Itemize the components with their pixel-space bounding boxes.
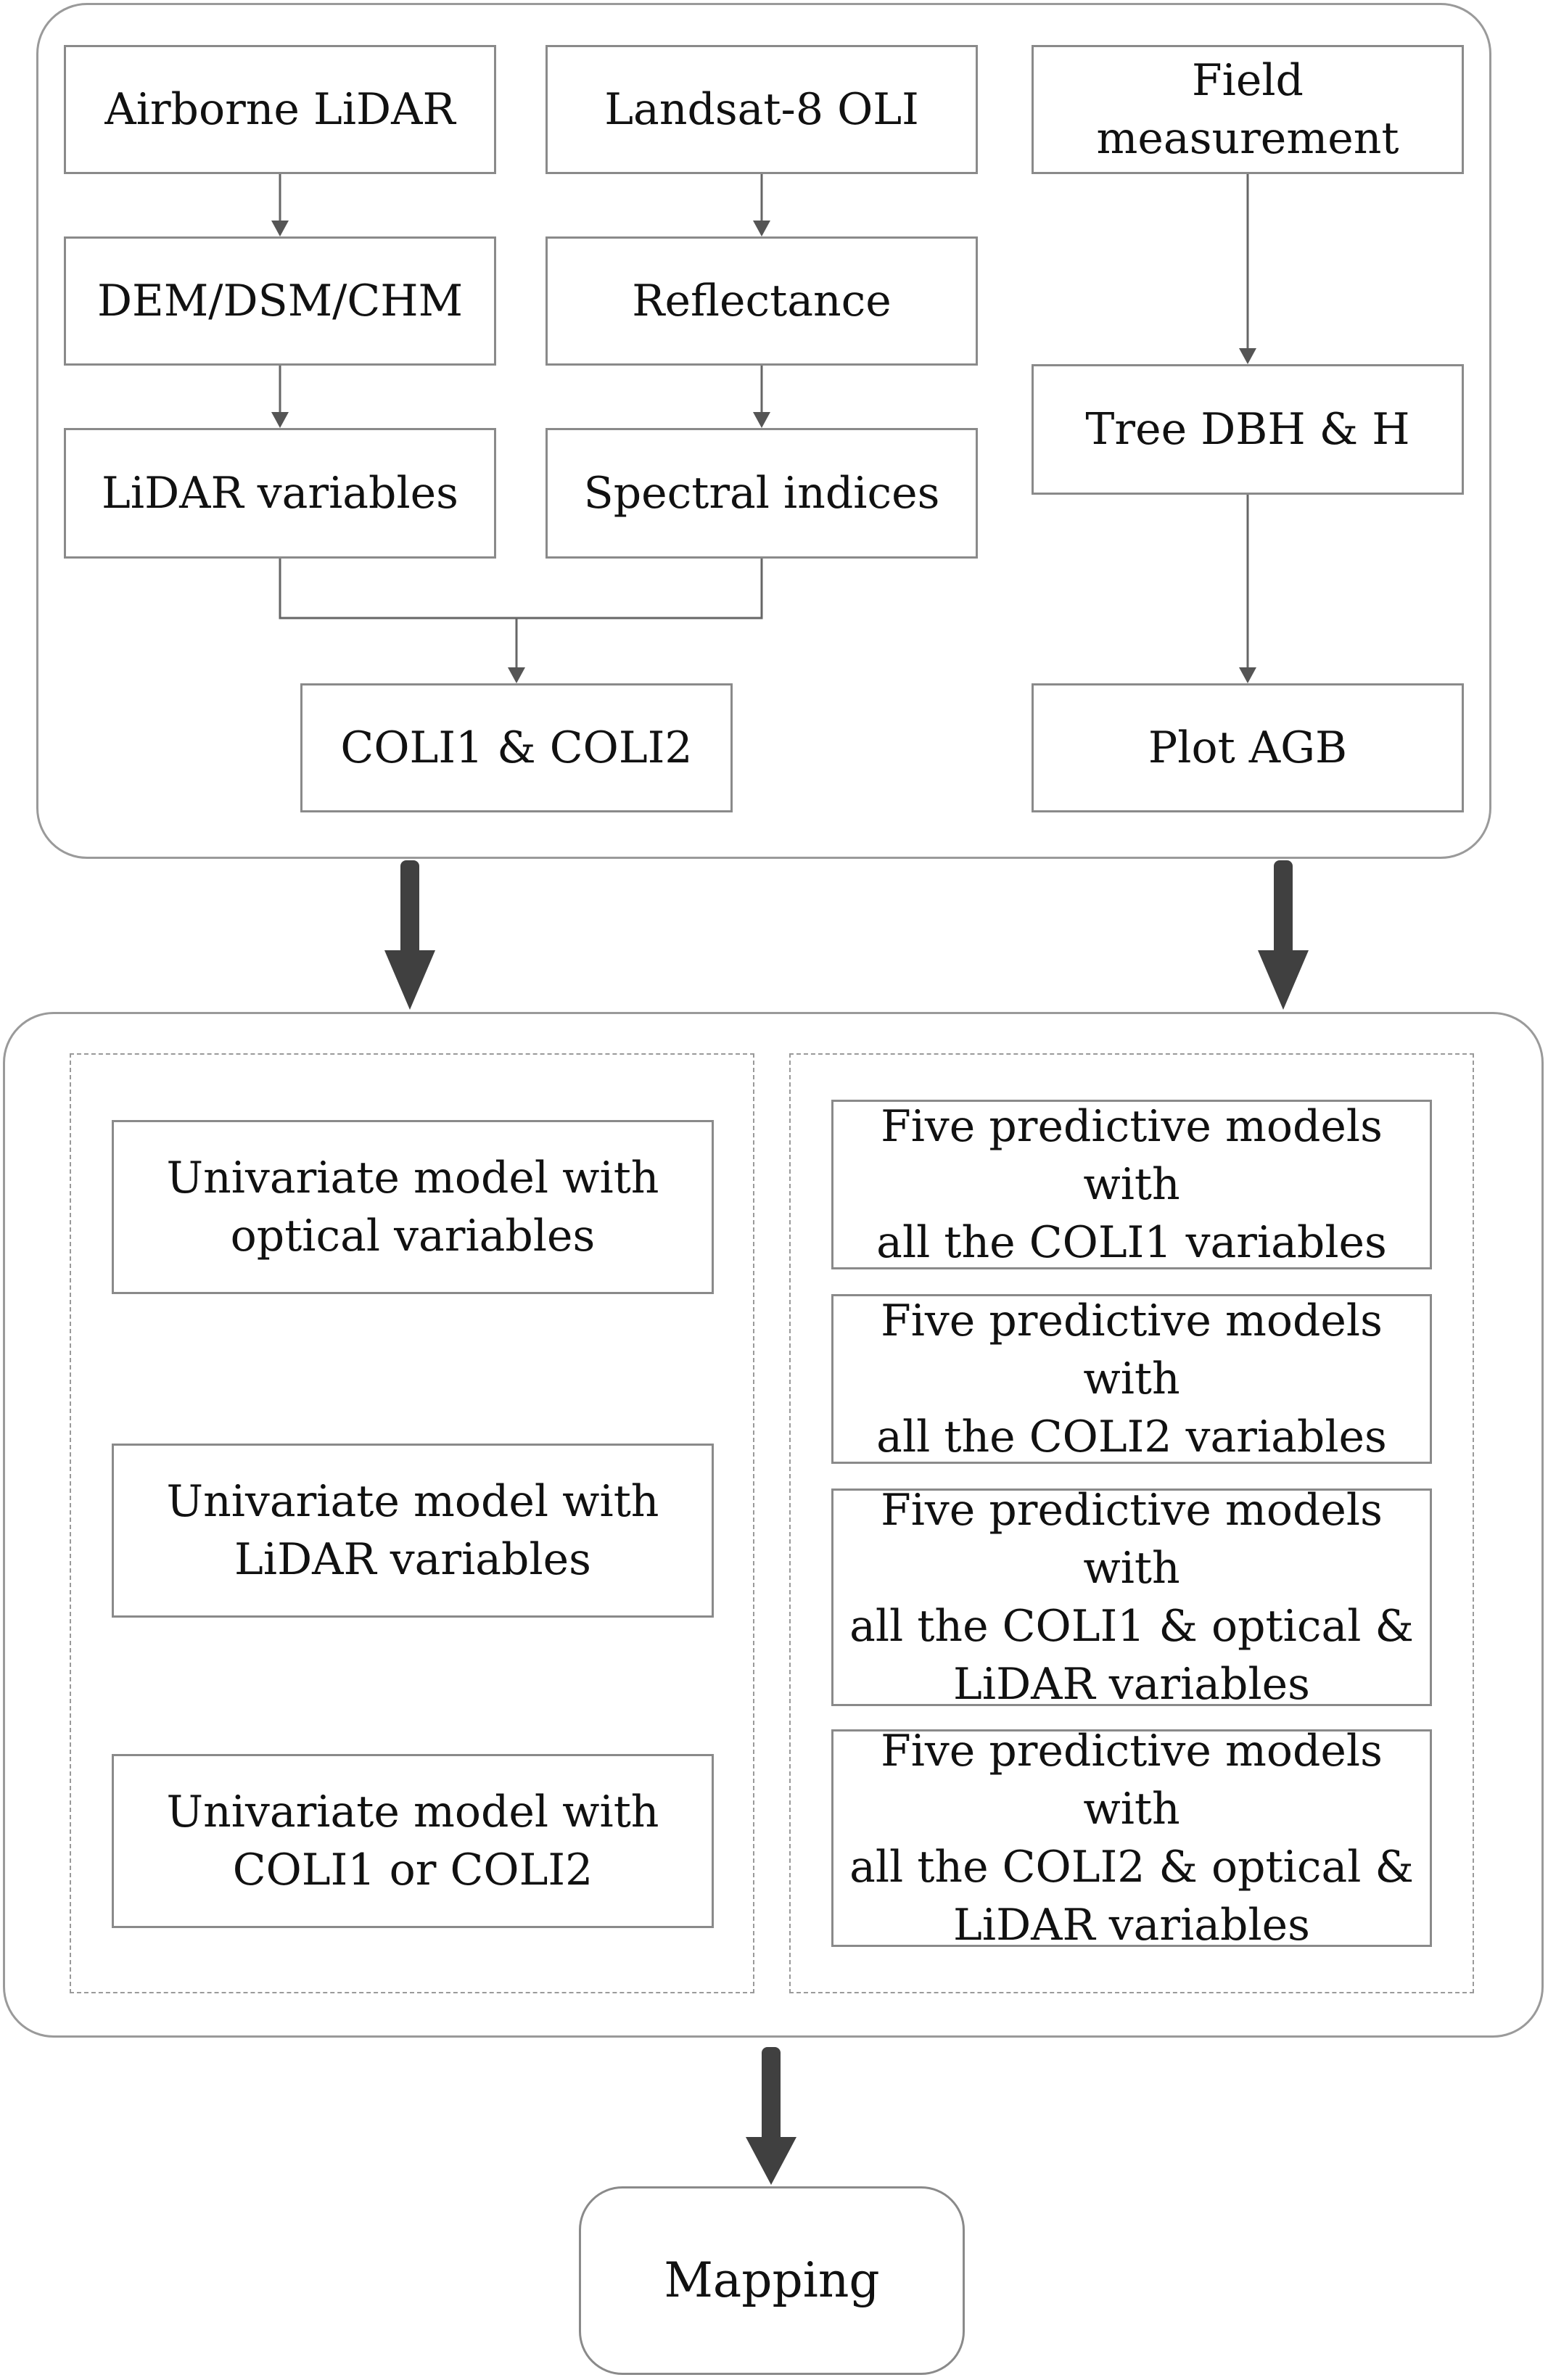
coli1-coli2-box: COLI1 & COLI2 <box>300 683 733 812</box>
tree-dbh-h-box: Tree DBH & H <box>1032 364 1464 495</box>
dem-dsm-chm-box: DEM/DSM/CHM <box>64 236 496 366</box>
mapping-box: Mapping <box>579 2186 965 2375</box>
plot-agb-box: Plot AGB <box>1032 683 1464 812</box>
arrowhead-landsat-to-reflectance <box>753 221 770 236</box>
spectral-indices-box: Spectral indices <box>545 428 978 559</box>
arrowhead-lidar-to-dem <box>271 221 289 236</box>
thick-arrow-right-head <box>1258 950 1309 1010</box>
arrowhead-tree-to-plot <box>1239 667 1256 683</box>
multivariate-group <box>789 1053 1474 1993</box>
thick-arrow-right-shaft <box>1274 860 1293 956</box>
univariate-optical-box: Univariate model with optical variables <box>112 1120 714 1294</box>
univariate-group <box>70 1053 754 1993</box>
thick-arrow-bottom-shaft <box>762 2047 781 2144</box>
univariate-lidar-box: Univariate model with LiDAR variables <box>112 1444 714 1618</box>
five-models-coli2-optical-lidar-box: Five predictive models with all the COLI… <box>831 1726 1432 1951</box>
five-models-coli1-optical-lidar-box: Five predictive models with all the COLI… <box>831 1485 1432 1710</box>
lidar-variables-box: LiDAR variables <box>64 428 496 559</box>
arrowhead-reflectance-to-spectral <box>753 412 770 428</box>
landsat8-oli-box: Landsat-8 OLI <box>545 45 978 174</box>
univariate-coli-box: Univariate model with COLI1 or COLI2 <box>112 1754 714 1928</box>
thick-arrow-left-shaft <box>400 860 419 956</box>
arrowhead-merge-to-coli <box>508 667 525 683</box>
five-models-coli2-box: Five predictive models with all the COLI… <box>831 1294 1432 1464</box>
merge-connector <box>279 559 763 619</box>
thick-arrow-bottom-head <box>746 2137 796 2185</box>
arrowhead-field-to-tree <box>1239 348 1256 364</box>
arrowhead-dem-to-lidar-vars <box>271 412 289 428</box>
five-models-coli1-box: Five predictive models with all the COLI… <box>831 1100 1432 1269</box>
field-measurement-box: Field measurement <box>1032 45 1464 174</box>
thick-arrow-left-head <box>384 950 435 1010</box>
reflectance-box: Reflectance <box>545 236 978 366</box>
airborne-lidar-box: Airborne LiDAR <box>64 45 496 174</box>
